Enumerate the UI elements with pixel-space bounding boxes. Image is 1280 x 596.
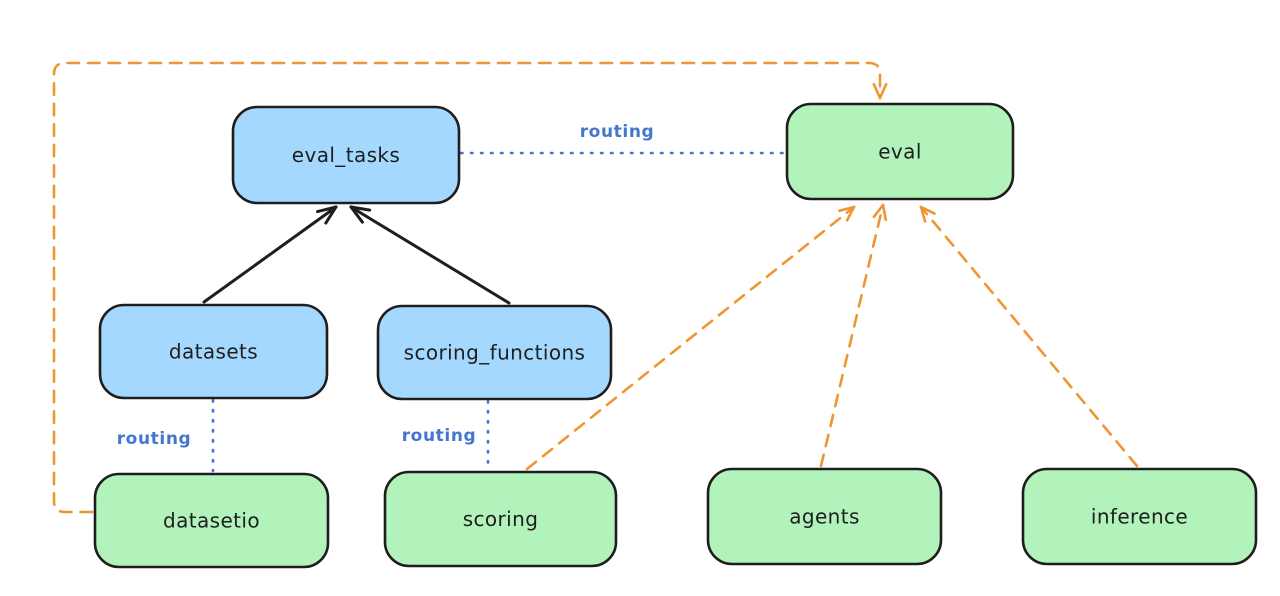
edge-label-routing: routing xyxy=(117,429,192,449)
arrowhead xyxy=(872,83,882,100)
arrowhead xyxy=(878,83,888,100)
edge-line xyxy=(52,61,882,514)
edge-datasets-to-eval_tasks xyxy=(202,205,338,304)
arrowhead xyxy=(872,203,885,219)
arrowhead xyxy=(919,205,936,215)
node-box xyxy=(785,102,1015,201)
node-label: agents xyxy=(789,505,860,529)
node-box xyxy=(93,472,330,569)
node-box xyxy=(231,105,461,205)
arrowhead xyxy=(349,205,372,212)
edge-label-routing: routing xyxy=(402,426,477,446)
edge-line xyxy=(525,205,856,471)
node-datasets: datasets xyxy=(98,303,329,400)
node-label: eval_tasks xyxy=(292,143,400,167)
node-agents: agents xyxy=(706,467,943,566)
node-eval: eval xyxy=(785,102,1015,201)
edge-scoring-to-eval xyxy=(525,205,856,471)
edge-line xyxy=(819,203,885,468)
edge-agents-to-eval xyxy=(819,203,888,468)
node-box xyxy=(706,467,943,566)
arrowhead xyxy=(316,205,338,214)
arrowhead xyxy=(324,205,338,225)
edge-datasets-datasetio-routing: routing xyxy=(117,398,215,473)
node-scoring_functions: scoring_functions xyxy=(376,304,613,401)
node-label: datasets xyxy=(169,340,258,364)
edge-scoring_functions-scoring-routing: routing xyxy=(402,399,490,471)
node-label: inference xyxy=(1091,505,1188,529)
node-label: scoring xyxy=(463,507,539,531)
edge-datasetio-to-eval xyxy=(52,61,888,514)
node-box xyxy=(376,304,613,401)
node-label: scoring_functions xyxy=(404,341,586,365)
node-datasetio: datasetio xyxy=(93,472,330,569)
edge-inference-to-eval xyxy=(919,205,1139,468)
node-inference: inference xyxy=(1021,467,1258,566)
node-label: eval xyxy=(878,140,922,164)
arrowhead xyxy=(838,205,856,213)
edge-line xyxy=(919,205,1139,468)
edge-line xyxy=(349,205,511,305)
edge-label-routing: routing xyxy=(580,122,655,142)
node-eval_tasks: eval_tasks xyxy=(231,105,461,205)
node-scoring: scoring xyxy=(383,470,618,568)
node-box xyxy=(98,303,329,400)
node-box xyxy=(383,470,618,568)
edge-scoring_functions-to-eval_tasks xyxy=(349,205,511,305)
arrowhead xyxy=(845,205,856,222)
edge-line xyxy=(202,205,338,304)
arrowhead xyxy=(349,205,364,224)
edge-eval_tasks-eval-routing: routing xyxy=(459,122,787,155)
arrowhead xyxy=(919,205,927,223)
arrowhead xyxy=(881,203,888,222)
node-label: datasetio xyxy=(163,509,260,533)
node-box xyxy=(1021,467,1258,566)
